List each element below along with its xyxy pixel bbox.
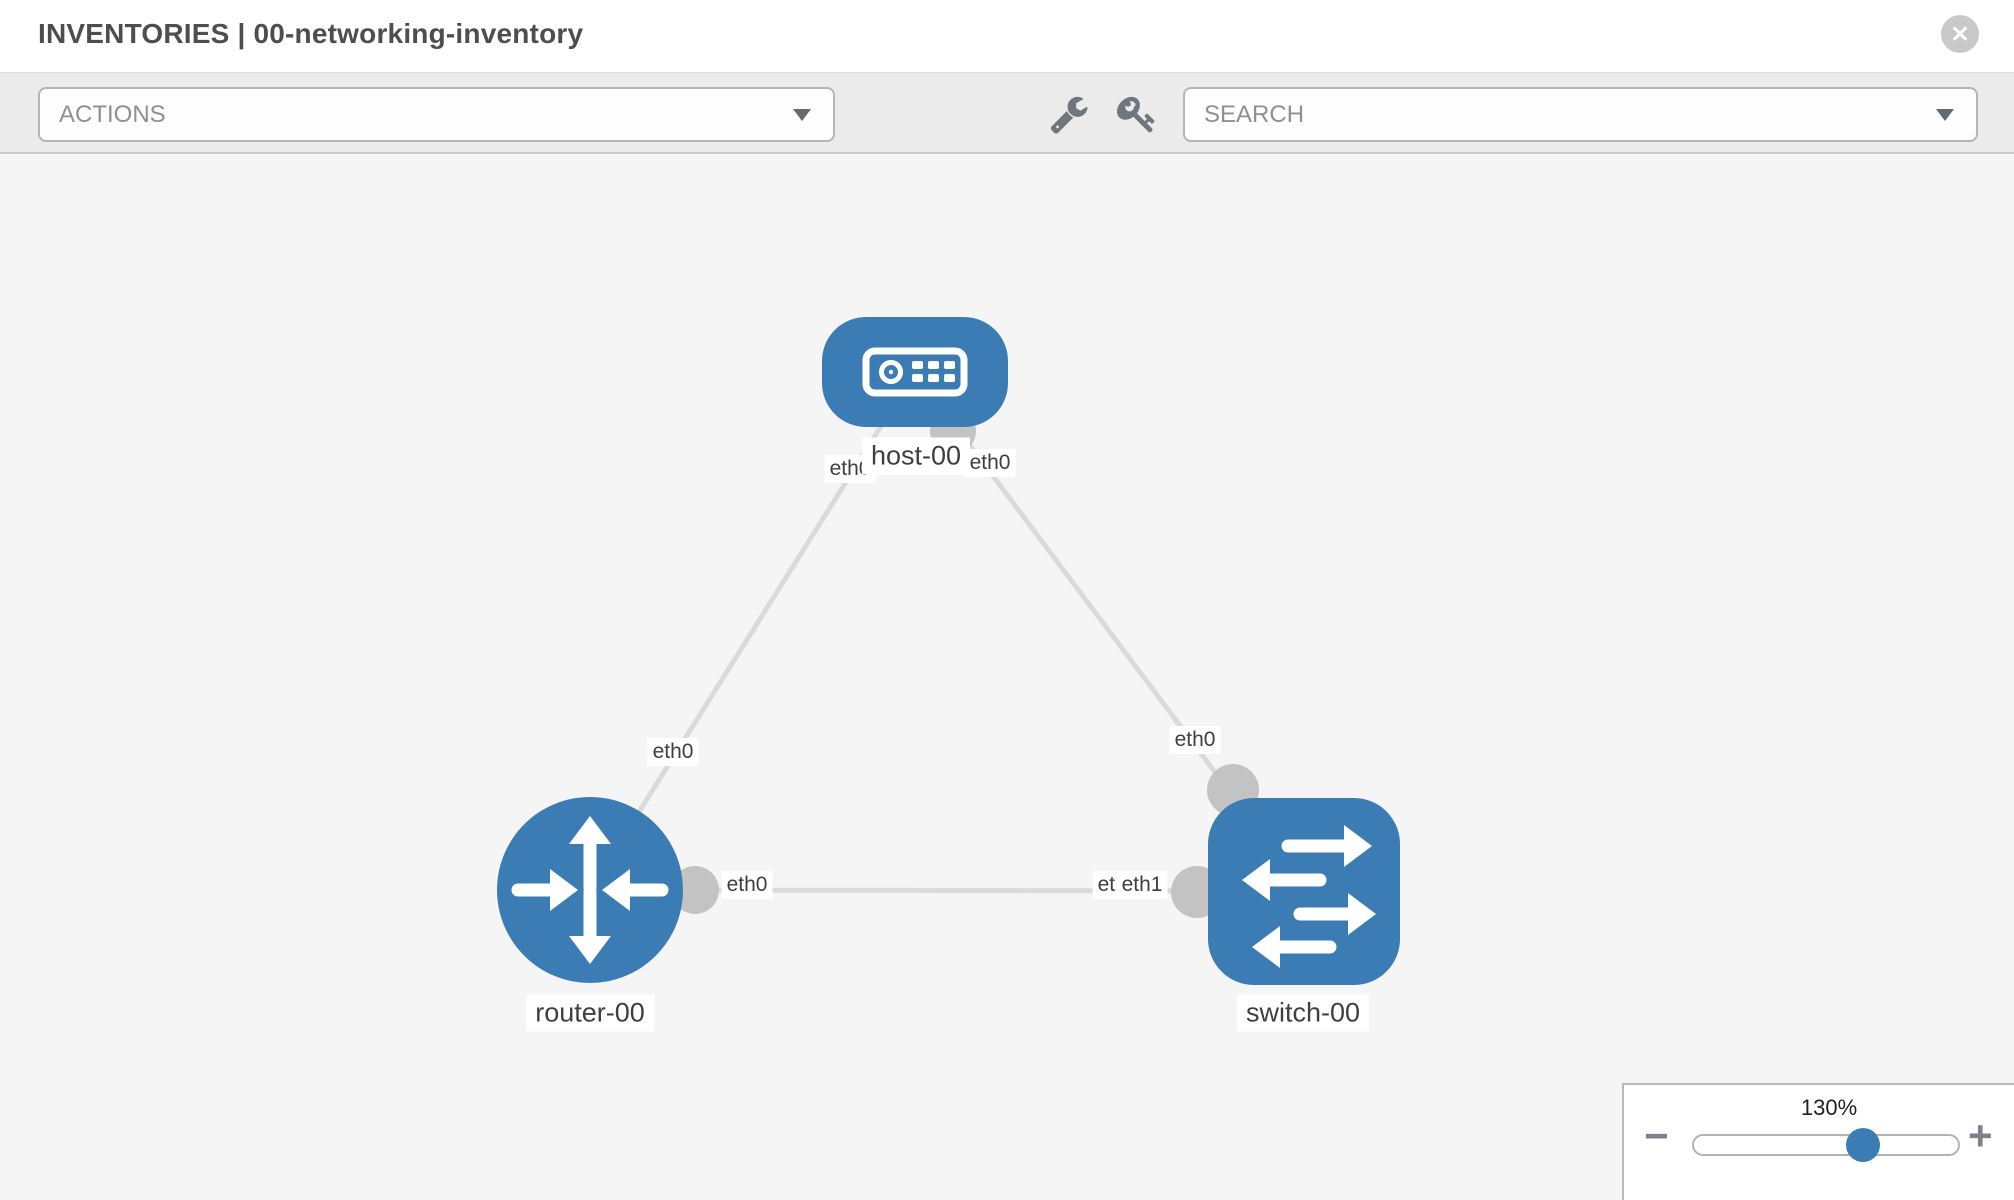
tools-button[interactable] xyxy=(1046,92,1092,138)
zoom-slider-thumb[interactable] xyxy=(1846,1128,1880,1162)
zoom-in-button[interactable]: + xyxy=(1968,1112,1993,1159)
close-button[interactable]: ✕ xyxy=(1941,15,1979,53)
node-label-router: router-00 xyxy=(526,994,654,1032)
chevron-down-icon xyxy=(793,109,811,121)
zoom-level: 130% xyxy=(1800,1095,1858,1120)
interface-label: eth1 xyxy=(1116,871,1168,899)
interface-label: eth0 xyxy=(964,449,1016,477)
zoom-slider[interactable] xyxy=(1692,1128,1960,1162)
search-placeholder: SEARCH xyxy=(1204,100,1305,128)
actions-dropdown[interactable]: ACTIONS xyxy=(38,87,835,142)
node-label-switch: switch-00 xyxy=(1236,994,1370,1032)
interface-label: eth0 xyxy=(721,871,773,899)
search-dropdown[interactable]: SEARCH xyxy=(1183,87,1978,142)
close-icon: ✕ xyxy=(1950,20,1970,47)
toolbar: ACTIONS SEARCH xyxy=(0,72,2014,154)
zoom-out-button[interactable]: − xyxy=(1644,1112,1669,1159)
interface-label: eth0 xyxy=(1169,726,1221,754)
topology-canvas[interactable] xyxy=(0,155,2014,1200)
chevron-down-icon xyxy=(1936,109,1954,121)
zoom-panel: 130% − + xyxy=(1622,1083,2014,1200)
actions-dropdown-label: ACTIONS xyxy=(59,100,166,128)
page-title: INVENTORIES | 00-networking-inventory xyxy=(38,18,584,49)
wrench-icon xyxy=(1050,96,1088,134)
header: INVENTORIES | 00-networking-inventory ✕ xyxy=(0,0,2014,72)
node-label-host: host-00 xyxy=(861,437,971,475)
credentials-button[interactable] xyxy=(1114,92,1160,138)
interface-label: eth0 xyxy=(647,738,699,766)
key-icon xyxy=(1117,96,1155,132)
